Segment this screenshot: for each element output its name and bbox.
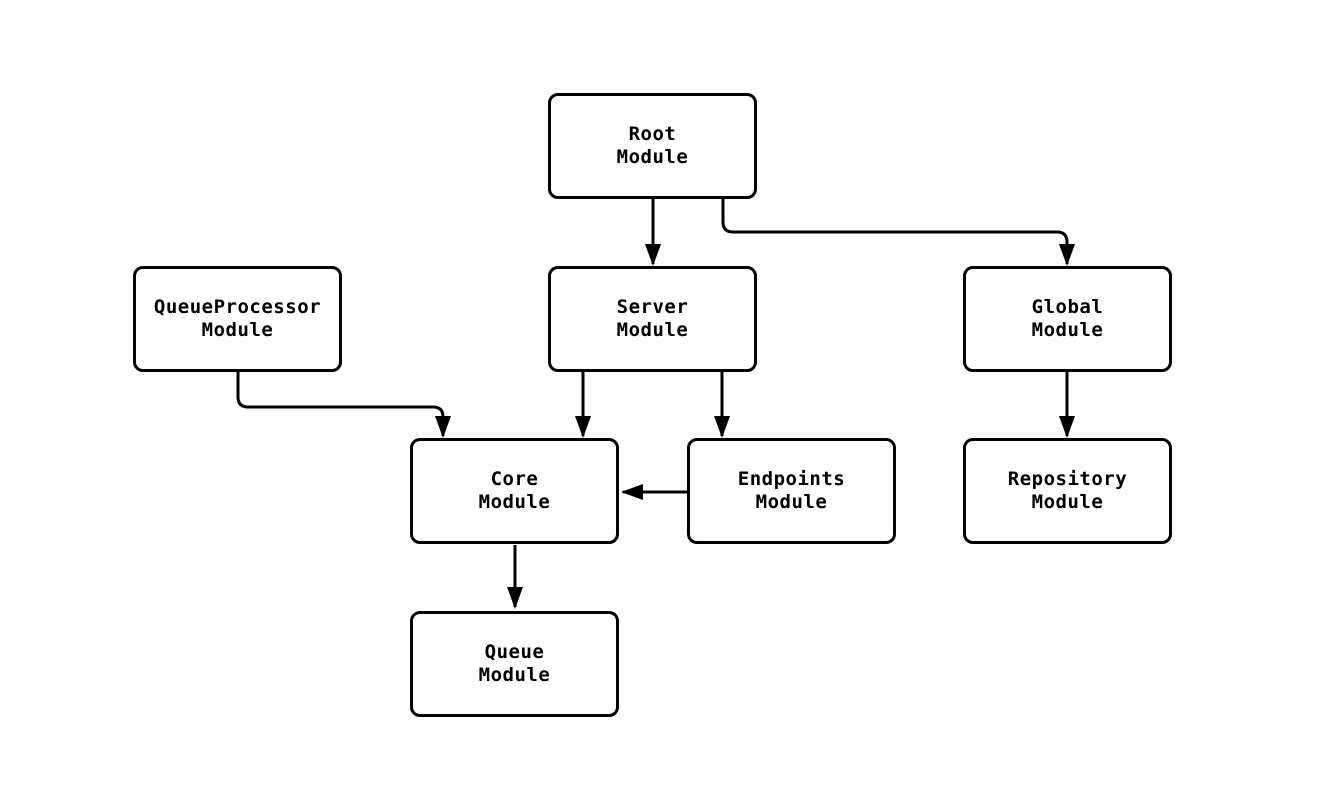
node-label: Root Module [616,123,689,168]
node-global-module: Global Module [963,266,1172,372]
edge-queueprocessor-to-core [236,372,451,438]
node-label: Server Module [616,296,689,341]
node-label: Core Module [478,468,551,513]
node-root-module: Root Module [548,93,757,199]
node-repository-module: Repository Module [963,438,1172,544]
node-core-module: Core Module [410,438,619,544]
node-label: Queue Module [478,641,551,686]
node-queueprocessor-module: QueueProcessor Module [133,266,342,372]
node-server-module: Server Module [548,266,757,372]
node-label: Endpoints Module [737,468,846,513]
node-label: QueueProcessor Module [153,296,322,341]
node-endpoints-module: Endpoints Module [687,438,896,544]
edge-root-to-global [721,198,1075,266]
node-label: Repository Module [1007,468,1128,513]
node-queue-module: Queue Module [410,611,619,717]
node-label: Global Module [1031,296,1104,341]
